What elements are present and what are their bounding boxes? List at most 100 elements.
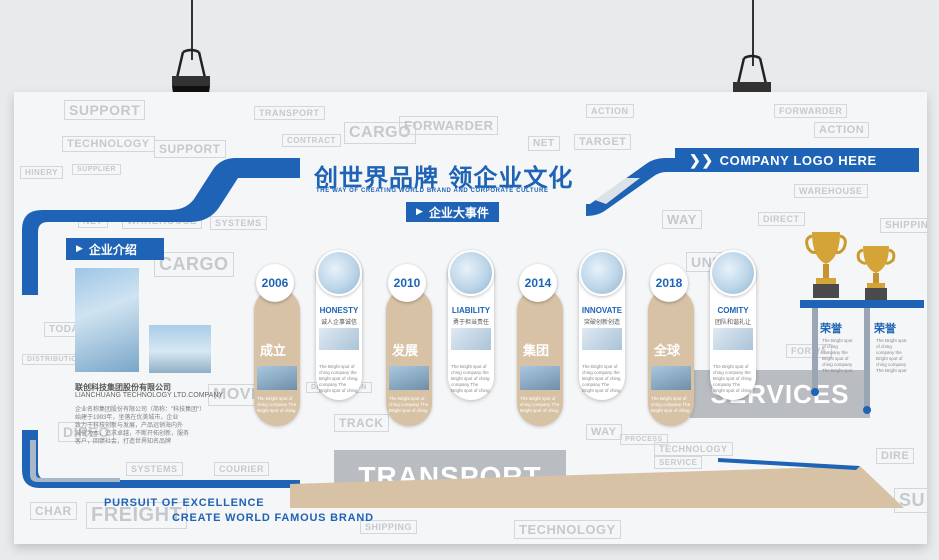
event-subtitle: 勇于担当责任 [452, 320, 489, 326]
event-stage-card [517, 288, 563, 426]
background-word: ACTION [814, 122, 870, 138]
background-word: ACTION [586, 104, 634, 118]
background-word: SUPPLIER [72, 164, 122, 175]
event-title: INNOVATE [581, 306, 623, 315]
intro-tag: ▶ 企业介绍 [66, 238, 164, 260]
background-word: WAY [662, 210, 702, 229]
intro-line: 致力于科技创新与发展，产品远销海内外 [75, 423, 184, 429]
intro-line: 客户，回馈社会，打造世界知名品牌 [75, 439, 172, 445]
event-stage-image [520, 366, 560, 390]
main-title-cn: 创世界品牌 领企业文化 [314, 164, 574, 192]
background-word: SUPPORT [64, 100, 146, 120]
honor-label: 荣誉 [820, 322, 842, 335]
hanging-wire-left [191, 0, 193, 60]
event-year-badge: 2010 [388, 264, 426, 302]
background-word: DIRE [876, 448, 915, 464]
main-title-en: THE WAY OF CREATING WORLD BRAND AND CORP… [316, 188, 549, 194]
company-name-en: LIANCHUANG TECHNOLOGY LTD.COMPANY [75, 392, 224, 399]
event-text: The Bright spot of ching company the Bri… [582, 364, 621, 393]
background-word: HINERY [20, 166, 63, 179]
play-arrow-icon: ▶ [416, 207, 423, 217]
event-stage-card [254, 288, 300, 426]
intro-line: 始建于1993年，坐落在优美城市，企业 [75, 415, 179, 421]
background-word: NET [528, 136, 560, 151]
background-word: SHIPPING [360, 520, 418, 534]
event-subtitle: 团队和谐礼让 [714, 320, 751, 326]
background-word: TECHNOLOGY [654, 442, 733, 456]
background-word: COURIER [214, 462, 270, 476]
event-image [713, 328, 753, 350]
background-word: CHAR [30, 502, 77, 520]
event-stage-text: The Bright spot of ching company The Bri… [651, 396, 691, 413]
background-word: CARGO [154, 252, 234, 277]
background-word: PROCESS [620, 434, 668, 445]
background-word: FORWA [786, 344, 832, 358]
background-word: FORWARDER [774, 104, 848, 118]
background-word: CARGO [344, 122, 417, 144]
background-word: SERVICE [654, 456, 703, 469]
events-tag: ▶ 企业大事件 [406, 202, 499, 222]
background-word: CONTRACT [282, 134, 341, 147]
background-word: DIRECT [758, 212, 805, 226]
double-chevron-icon: ❯❯ [689, 151, 714, 168]
event-image [319, 328, 359, 350]
event-image [451, 328, 491, 350]
background-word: TRACK [334, 414, 389, 432]
company-logo-text: COMPANY LOGO HERE [719, 152, 877, 168]
event-year-badge: 2014 [519, 264, 557, 302]
honor-label: 荣誉 [874, 322, 896, 335]
intro-line: 企业名称集团股份有限公司（简称："科技集团"） [75, 407, 206, 413]
intro-line: 诚信为本，追求卓越，不断开拓创新，服务 [75, 431, 190, 437]
slogan-line-2: CREATE WORLD FAMOUS BRAND [172, 512, 374, 524]
background-word: SHIPPING [880, 218, 927, 233]
event-text: The Bright spot of ching company the Bri… [319, 364, 358, 393]
event-stage-image [651, 366, 691, 390]
event-title: LIABILITY [451, 306, 491, 315]
event-stage-card [386, 288, 432, 426]
event-stage-text: The Bright spot of ching company The Bri… [257, 396, 297, 413]
intro-tag-label: 企业介绍 [88, 242, 137, 257]
event-year-badge: 2018 [650, 264, 688, 302]
slogan-line-1: PURSUIT OF EXCELLENCE [104, 497, 265, 509]
event-text: The Bright spot of ching company the Bri… [451, 364, 490, 393]
event-subtitle: 突破创新创造 [583, 320, 620, 326]
background-word: TARGET [574, 134, 632, 150]
background-word: TRANSPORT [254, 106, 325, 120]
background-word: WAY [586, 424, 622, 440]
event-image [582, 328, 622, 350]
event-photo [579, 250, 625, 296]
background-word: FORWARDER [399, 116, 499, 135]
background-word: SYSTEMS [210, 216, 267, 230]
event-stage-image [389, 366, 429, 390]
background-word: FREIGHT [86, 502, 188, 529]
building-photo-large [75, 268, 139, 372]
background-word: SYSTEMS [126, 462, 183, 476]
event-subtitle: 诚人企事诚信 [320, 320, 357, 326]
honor-text: The Bright spot of ching company the Bri… [876, 338, 907, 373]
background-word: SUPPORT [154, 140, 226, 158]
background-word: DIREC [58, 422, 115, 442]
event-photo [448, 250, 494, 296]
building-photo-small [149, 325, 211, 373]
event-photo [710, 250, 756, 296]
honor-text: The Bright spot of ching company the Bri… [822, 338, 853, 373]
background-word: TECHNOLOGY [514, 520, 621, 539]
event-photo [316, 250, 362, 296]
event-stage-card [648, 288, 694, 426]
event-stage-text: The Bright spot of ching company The Bri… [389, 396, 429, 413]
background-word: WAREHOUSE [794, 184, 868, 198]
event-stage-image [257, 366, 297, 390]
company-logo-bar: ❯❯ COMPANY LOGO HERE [675, 148, 919, 172]
company-name-cn: 联创科技集团股份有限公司 [75, 383, 171, 392]
trophy-icon [805, 232, 847, 298]
trophy-icon [856, 246, 896, 300]
event-stage-label: 成立 [260, 344, 287, 359]
play-arrow-icon: ▶ [76, 244, 83, 254]
event-stage-label: 全球 [654, 344, 681, 359]
events-tag-label: 企业大事件 [428, 205, 489, 220]
event-title: HONESTY [319, 306, 359, 315]
event-year-badge: 2006 [256, 264, 294, 302]
event-text: The Bright spot of ching company the Bri… [713, 364, 752, 393]
event-title: COMITY [717, 306, 749, 315]
